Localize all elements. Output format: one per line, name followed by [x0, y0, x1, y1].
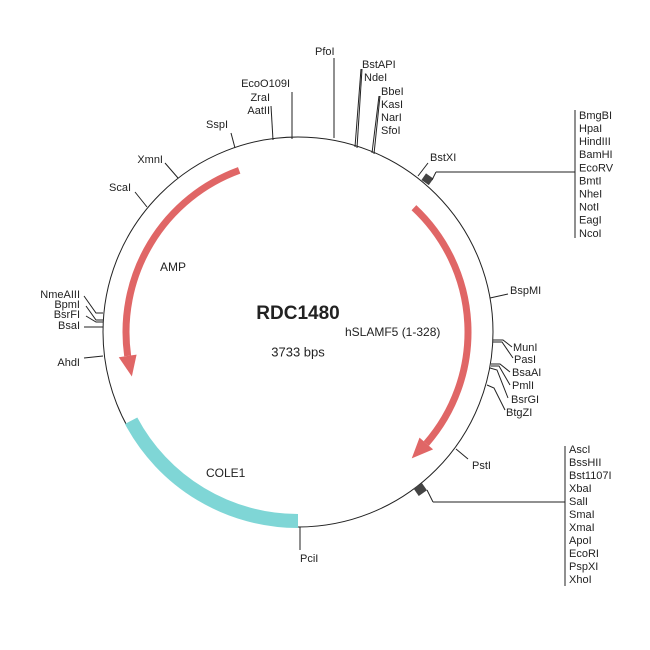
svg-text:XmnI: XmnI [137, 154, 163, 166]
svg-text:AatII: AatII [247, 105, 270, 117]
site-pfoi[interactable]: PfoI [315, 46, 335, 138]
site-psti[interactable]: PstI [455, 448, 491, 472]
mcs2-site-label: Bst1107I [569, 470, 612, 482]
svg-text:PfoI: PfoI [315, 46, 335, 58]
mcs2-site-label: SmaI [569, 509, 595, 521]
svg-text:BstXI: BstXI [430, 152, 456, 164]
site-group-ndei[interactable]: BstAPI NdeI [354, 59, 396, 149]
svg-text:AhdI: AhdI [57, 357, 80, 369]
svg-text:PstI: PstI [472, 460, 491, 472]
hslamf5-arrowhead [411, 437, 434, 459]
mcs2-site-label: AscI [569, 444, 590, 456]
svg-text:PciI: PciI [300, 553, 318, 565]
site-pcii[interactable]: PciI [299, 527, 318, 565]
mcs1-site-label: NotI [579, 202, 599, 214]
svg-text:NdeI: NdeI [364, 72, 387, 84]
svg-text:PmlI: PmlI [512, 380, 534, 392]
plasmid-size: 3733 bps [271, 344, 325, 359]
site-bspmi[interactable]: BspMI [489, 285, 541, 299]
svg-text:EcoO109I: EcoO109I [241, 78, 290, 90]
site-ahdi[interactable]: AhdI [57, 355, 104, 369]
mcs1-site-label: BmgBI [579, 110, 612, 122]
cole1-label: COLE1 [206, 466, 246, 480]
plasmid-name: RDC1480 [256, 303, 339, 324]
cole1-feature[interactable] [124, 417, 299, 528]
hslamf5-feature-arrow[interactable] [411, 205, 472, 446]
svg-text:MunI: MunI [513, 342, 537, 354]
mcs2-site-label: XmaI [569, 522, 595, 534]
svg-text:BsrGI: BsrGI [511, 394, 539, 406]
mcs1-site-label: EagI [579, 215, 602, 227]
mcs1-site-label: HindIII [579, 136, 611, 148]
svg-text:BtgZI: BtgZI [506, 407, 532, 419]
svg-text:BpmI: BpmI [54, 299, 80, 311]
mcs2-site-label: SalI [569, 496, 588, 508]
svg-text:BbeI: BbeI [381, 86, 404, 98]
mcs-cluster-2[interactable]: AscIBssHIIBst1107IXbaISalISmaIXmaIApoIEc… [413, 444, 612, 586]
svg-text:BsaAI: BsaAI [512, 367, 541, 379]
site-scai[interactable]: ScaI [109, 182, 148, 208]
mcs2-site-label: XbaI [569, 483, 592, 495]
site-group-aatii[interactable]: EcoO109I ZraI AatII [241, 78, 293, 141]
hslamf5-label: hSLAMF5 (1-328) [345, 325, 440, 339]
site-xmni[interactable]: XmnI [137, 154, 179, 179]
mcs1-site-label: HpaI [579, 123, 602, 135]
svg-text:NarI: NarI [381, 112, 402, 124]
mcs1-site-label: NcoI [579, 228, 602, 240]
amp-label: AMP [160, 260, 186, 274]
amp-feature-arrow[interactable] [122, 167, 241, 357]
svg-text:ZraI: ZraI [250, 92, 270, 104]
svg-text:ScaI: ScaI [109, 182, 131, 194]
svg-text:NmeAIII: NmeAIII [40, 289, 80, 301]
site-bstxi[interactable]: BstXI [417, 152, 456, 177]
svg-text:KasI: KasI [381, 99, 403, 111]
site-group-pmli[interactable]: MunI PasI BsaAI PmlI BsrGI BtgZI [486, 339, 541, 419]
mcs2-site-label: XhoI [569, 574, 592, 586]
site-sspi[interactable]: SspI [206, 119, 236, 149]
svg-text:BstAPI: BstAPI [362, 59, 396, 71]
svg-text:BspMI: BspMI [510, 285, 541, 297]
svg-text:PasI: PasI [514, 354, 536, 366]
mcs1-site-label: BmtI [579, 175, 602, 187]
mcs1-site-label: BamHI [579, 149, 613, 161]
mcs2-site-label: EcoRI [569, 548, 599, 560]
mcs2-site-label: BssHII [569, 457, 601, 469]
site-group-nari[interactable]: BbeI KasI NarI SfoI [371, 86, 404, 155]
mcs2-site-label: ApoI [569, 535, 592, 547]
site-group-bsai[interactable]: NmeAIII BpmI BsrFI BsaI [40, 289, 103, 332]
mcs1-site-label: EcoRV [579, 162, 614, 174]
amp-arrowhead [118, 354, 137, 377]
svg-text:SspI: SspI [206, 119, 228, 131]
svg-text:BsaI: BsaI [58, 320, 80, 332]
mcs1-site-label: NheI [579, 189, 602, 201]
mcs2-site-label: PspXI [569, 561, 598, 573]
svg-text:BsrFI: BsrFI [54, 309, 80, 321]
svg-text:SfoI: SfoI [381, 125, 401, 137]
